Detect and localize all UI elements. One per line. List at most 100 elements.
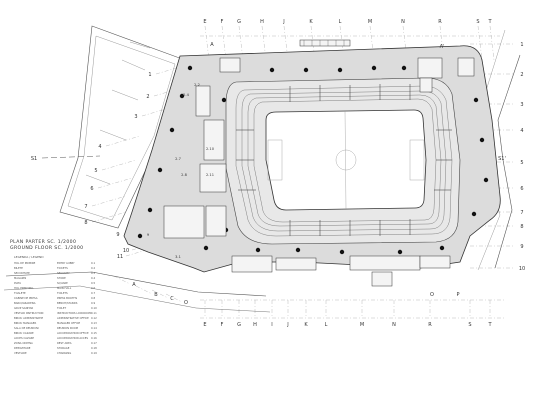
hatch-3	[111, 89, 139, 101]
legend-en-label: SECURITY	[57, 272, 70, 275]
right-service-core	[417, 57, 475, 93]
legend-en-label: BENCH/STANDS	[57, 302, 78, 305]
grid-letter-bottom: F	[221, 322, 224, 328]
column-dot	[295, 247, 301, 253]
legend-ro-label: VESTIARE	[14, 352, 27, 355]
room-tag: 3.1	[175, 255, 181, 259]
grid-letter-diagonal: B	[154, 292, 158, 298]
axis-line	[477, 25, 483, 61]
section-line	[41, 155, 101, 159]
grid-number-left: 8	[84, 220, 87, 226]
legend-ro-label: CABINE DE PRESA	[14, 297, 38, 300]
corner-label-a: A	[210, 42, 214, 48]
axis-line	[91, 195, 127, 207]
room-tag: 2.11	[206, 173, 214, 177]
legend-en-label: TOILETS	[57, 292, 68, 295]
grid-number-right: 5	[520, 160, 523, 166]
grid-number-right: 2	[520, 72, 523, 78]
bottom-service-block	[231, 255, 451, 287]
top-entrance-canopy	[299, 39, 351, 47]
legend-ro-label: ACCES CAZARE	[14, 337, 35, 340]
column-dot	[179, 93, 185, 99]
legend-ro-label: DEPOZITARE	[14, 347, 31, 350]
grid-letter-top: G	[237, 19, 241, 25]
legend-code: 0.1	[91, 262, 96, 265]
legend-code: 0.3	[91, 272, 96, 275]
legend-en-label: MANAGER OFFICE	[57, 322, 81, 325]
grid-letter-bottom: S	[468, 322, 471, 328]
grid-letter-bottom: M	[360, 322, 364, 328]
grid-number-right: 8	[520, 224, 523, 230]
axis-line	[113, 275, 131, 285]
grid-letter-bottom: R	[428, 322, 432, 328]
grid-number-right: 9	[520, 244, 523, 250]
column-dot	[157, 167, 163, 173]
legend-code: 0.2	[91, 267, 96, 270]
section-mark-right: S1'	[498, 156, 506, 162]
grid-letter-top: M	[368, 19, 372, 25]
grid-letter-bottom-right: P	[456, 292, 459, 298]
legend-code: 0.14	[91, 327, 97, 330]
grid-number-left: 3	[134, 114, 137, 120]
legend-ro-label: GRUP SANITAR	[14, 307, 34, 310]
column-dot	[401, 65, 407, 71]
grid-letter-bottom: H	[253, 322, 257, 328]
legend-ro-label: BIROU CAZARE	[14, 332, 34, 335]
column-dot	[439, 245, 445, 251]
column-dot	[255, 247, 261, 253]
legend-en-label: ACCOMODATION ACCES	[57, 337, 88, 340]
grid-letter-bottom: G	[237, 322, 241, 328]
legend-row: BILETE TICKETS 0.2	[14, 266, 100, 271]
legend-code: 0.5	[91, 282, 96, 285]
axis-line	[91, 211, 127, 223]
drawing-title-en: GROUND FLOOR SC. 1/2000	[10, 246, 84, 251]
legend-code: 0.4	[91, 277, 96, 280]
legend-ro-label: SALA DE REUNIUNI	[14, 327, 39, 330]
column-dot	[397, 249, 403, 255]
legend-row: DEPOZITARE STORAGE 0.18	[14, 346, 100, 351]
grid-letter-top: S	[476, 19, 479, 25]
grid-number-right: 4	[520, 128, 523, 134]
grid-number-right: 7	[520, 210, 523, 216]
room-tags: 2.22.42.72.82.102.113.19	[147, 83, 215, 259]
legend-code: 0.11	[91, 312, 97, 315]
left-parcel-inner	[67, 35, 176, 221]
grid-letter-top: K	[309, 19, 313, 25]
legend-ro-label: VESTIAR INSTRUCTORI	[14, 312, 44, 315]
grid-number-left: 6	[90, 186, 93, 192]
hatch-2	[121, 59, 146, 71]
legend-en-label: PRESS BOOTHS	[57, 297, 78, 300]
grid-letter-top: F	[221, 19, 224, 25]
drawing-title-ro: PLAN PARTER SC. 1/2000	[10, 240, 77, 245]
legend-ro-label: BILETE	[14, 267, 23, 270]
column-dot	[203, 245, 209, 251]
column-dot	[471, 211, 477, 217]
legend-en-label: STORAGE	[57, 347, 70, 350]
column-dot	[479, 137, 485, 143]
legend-code: 0.7	[91, 292, 96, 295]
grid-letter-top: H	[260, 19, 264, 25]
section-mark-left: S1	[31, 156, 37, 162]
column-dot	[339, 249, 345, 255]
right-parcel	[494, 54, 521, 269]
grid-letter-top: J	[282, 19, 284, 25]
grid-number-left: 10	[123, 248, 129, 254]
legend-en-label: TICKETS	[57, 267, 68, 270]
column-dot	[137, 233, 143, 239]
column-dot	[473, 97, 479, 103]
legend-code: 0.18	[91, 347, 97, 350]
grid-letter-bottom: I	[271, 322, 272, 328]
bottom-road-edge-2	[3, 285, 271, 313]
